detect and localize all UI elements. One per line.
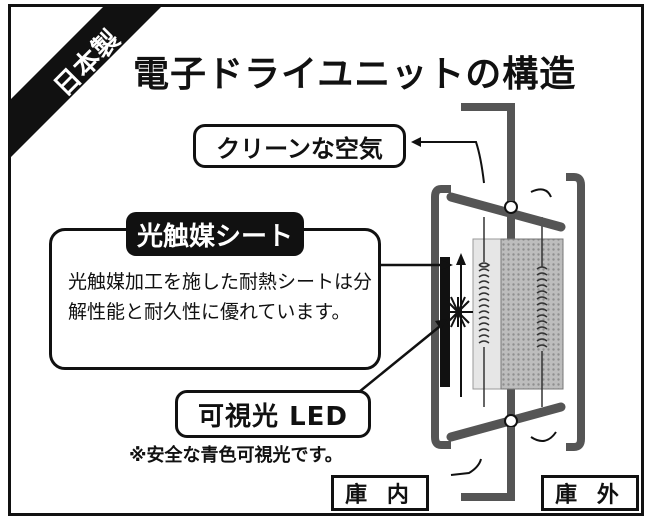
clean-air-label: クリーンな空気 (193, 124, 406, 168)
unit-structure-drawing (358, 103, 585, 501)
diagram-title: 電子ドライユニットの構造 (133, 54, 577, 95)
photocatalyst-description: 光触媒加工を施した耐熱シートは分解性能と耐久性に優れています。 (68, 271, 373, 323)
led-safety-note: ※安全な青色可視光です。 (129, 445, 343, 466)
visible-light-led-label: 可視光 LED (175, 390, 371, 438)
diagram-frame: 日本製 電子ドライユニットの構造 (8, 4, 644, 516)
photocatalyst-sheet-label: 光触媒シート (126, 212, 304, 256)
corner-ribbon (11, 7, 161, 157)
outside-label: 庫 外 (541, 475, 639, 511)
inside-label: 庫 内 (331, 475, 429, 511)
